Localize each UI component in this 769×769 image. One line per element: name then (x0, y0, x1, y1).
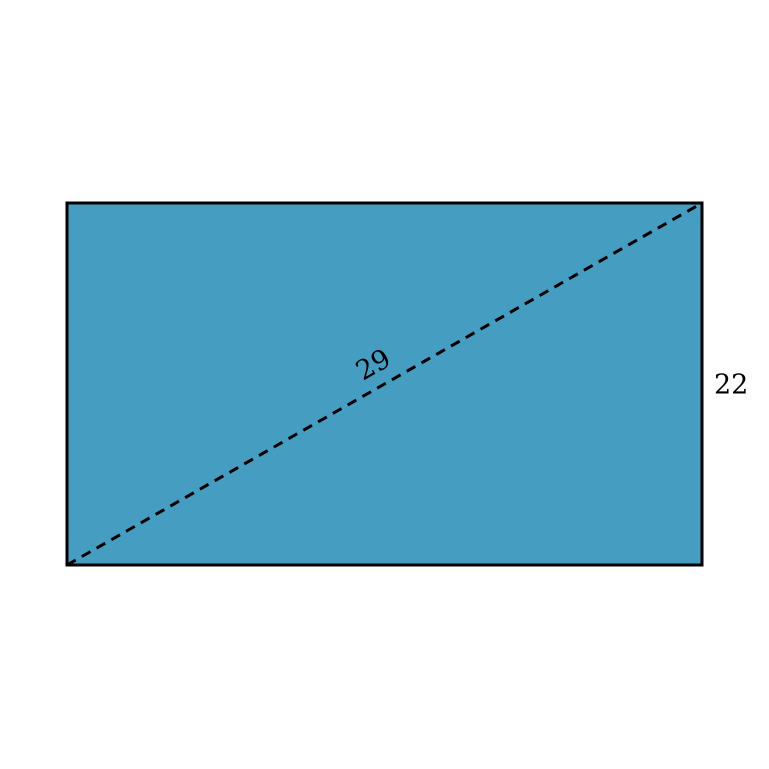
side-length-label: 22 (714, 370, 748, 401)
diagonal-dashed-line (66, 201, 703, 567)
